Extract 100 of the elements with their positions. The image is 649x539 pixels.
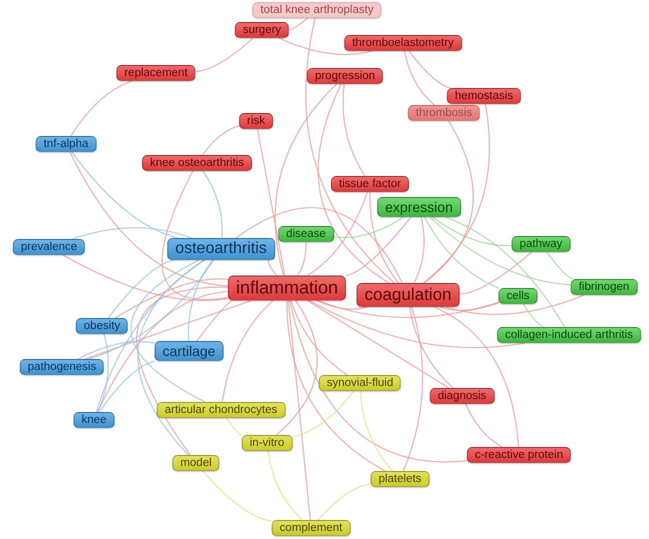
link-curve — [446, 294, 584, 315]
keyword-label: replacement — [116, 65, 196, 81]
link-curve — [522, 304, 544, 328]
link-curve — [309, 300, 526, 348]
link-curve — [202, 470, 272, 522]
link-curve — [236, 207, 403, 284]
keyword-label: thromboelastometry — [344, 35, 462, 51]
keyword-label: osteoarthritis — [167, 238, 275, 260]
link-curve — [422, 104, 490, 284]
link-curve — [346, 216, 412, 276]
link-curve — [318, 300, 499, 318]
link-curve — [114, 278, 228, 318]
link-curve — [162, 170, 228, 300]
keyword-label: hemostasis — [446, 88, 522, 104]
link-curve — [360, 390, 394, 472]
keyword-label: risk — [239, 113, 273, 129]
link-curve — [546, 252, 574, 280]
keyword-label: prevalence — [12, 239, 86, 255]
link-curve — [70, 80, 132, 136]
keyword-label: coagulation — [356, 283, 460, 307]
link-curve — [434, 306, 520, 448]
link-curve — [96, 260, 205, 412]
link-curve — [318, 84, 390, 284]
keyword-label: fibrinogen — [570, 279, 638, 295]
keyword-label: expression — [377, 197, 461, 217]
link-curve — [429, 216, 571, 286]
link-curve — [459, 252, 532, 294]
keyword-label: platelets — [370, 471, 430, 487]
link-curve — [222, 300, 274, 402]
link-curve — [84, 300, 252, 360]
link-curve — [289, 18, 308, 30]
link-curve — [202, 125, 240, 156]
keyword-label: tissue factor — [331, 176, 409, 192]
keyword-label: articular chondrocytes — [156, 402, 286, 418]
link-curve — [268, 258, 278, 276]
link-curve — [342, 84, 366, 176]
keyword-label: obesity — [76, 318, 128, 334]
link-curve — [402, 306, 424, 472]
link-curve — [289, 300, 467, 462]
link-curve — [130, 260, 206, 402]
link-curve — [307, 192, 368, 276]
link-curve — [432, 216, 512, 246]
link-curve — [445, 216, 565, 328]
keyword-label: pathogenesis — [20, 359, 104, 375]
link-curve — [316, 300, 368, 310]
link-curve — [286, 300, 386, 472]
link-curve — [138, 260, 205, 456]
link-curve — [97, 334, 109, 412]
link-curve — [98, 360, 155, 412]
keyword-label: complement — [272, 520, 350, 536]
keyword-label: knee osteoarthritis — [142, 155, 252, 171]
keyword-label: inflammation — [228, 276, 346, 300]
link-curve — [188, 260, 214, 341]
link-curve — [278, 38, 372, 55]
link-curve — [318, 483, 371, 520]
link-curve — [77, 341, 155, 360]
link-curve — [288, 300, 311, 520]
link-curve — [88, 260, 214, 360]
link-curve — [290, 300, 348, 376]
link-curve — [276, 300, 318, 436]
link-curve — [334, 216, 404, 238]
keyword-label: pathway — [512, 236, 570, 252]
link-curve — [196, 38, 254, 72]
link-curve — [69, 152, 228, 286]
keyword-label: disease — [278, 226, 334, 242]
link-curve — [274, 84, 337, 276]
keyword-label: in-vitro — [242, 435, 292, 451]
link-curve — [369, 192, 399, 284]
link-curve — [196, 300, 233, 342]
keyword-label: knee — [74, 412, 114, 428]
keyword-label: cartilage — [154, 341, 224, 361]
link-curve — [404, 50, 435, 106]
link-curve — [296, 242, 307, 276]
keyword-label: progression — [306, 68, 384, 84]
keyword-label: c-reactive protein — [466, 447, 572, 463]
link-curve — [414, 216, 425, 284]
keyword-label: collagen-induced arthritis — [497, 327, 641, 343]
link-curve — [108, 259, 174, 318]
keyword-label: tnf-alpha — [36, 136, 96, 152]
link-curve — [97, 290, 228, 412]
link-curve — [136, 286, 228, 456]
link-curve — [256, 128, 286, 276]
link-curve — [409, 306, 454, 388]
link-curve — [424, 120, 474, 284]
keyword-label: total knee arthroplasty — [252, 2, 382, 18]
link-curve — [72, 227, 192, 240]
link-curve — [305, 18, 395, 284]
keyword-label: cells — [498, 288, 538, 304]
keyword-label: model — [172, 455, 220, 471]
link-curve — [71, 152, 178, 239]
link-curve — [465, 404, 503, 448]
link-curve — [440, 302, 499, 311]
keyword-label: diagnosis — [430, 388, 494, 404]
link-curve — [408, 50, 451, 89]
link-curve — [307, 300, 450, 388]
keyword-label: thrombosis — [408, 105, 480, 121]
link-curve — [226, 418, 242, 436]
keyword-label: synovial-fluid — [318, 375, 402, 391]
link-curve — [292, 390, 354, 438]
link-curve — [268, 450, 303, 520]
